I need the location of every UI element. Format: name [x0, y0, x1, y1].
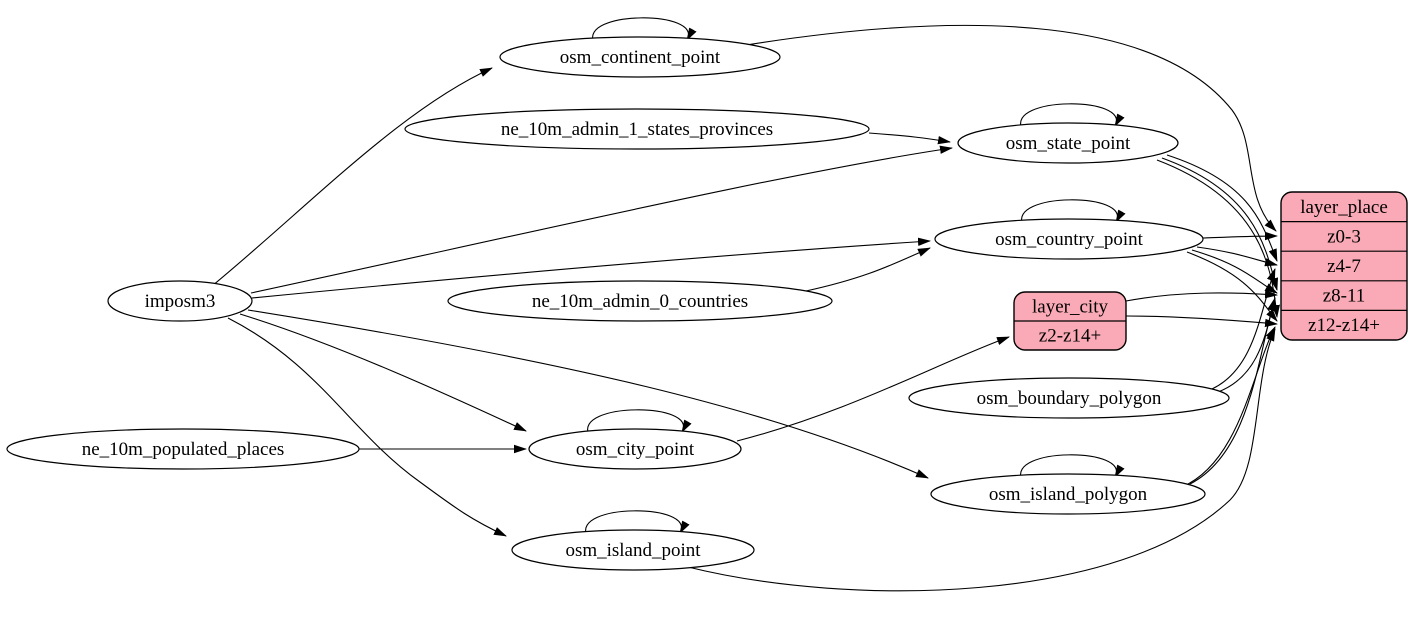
edge-imposm3-to-osm_island_polygon: [247, 309, 929, 479]
node-label-osm_island_point: osm_island_point: [565, 540, 701, 561]
node-shape-ne_10m_admin_1_states_provinces: [404, 108, 870, 150]
node-shape-osm_country_point: [934, 218, 1204, 260]
node-osm_country_point: osm_country_point: [934, 218, 1204, 260]
node-osm_island_polygon: osm_island_polygon: [930, 473, 1206, 515]
record-row-label-layer_place-4: z12-z14+: [1308, 315, 1380, 336]
edge-osm_continent_point-self-loop: [592, 17, 697, 44]
edge-osm_country_point-self-loop: [1021, 199, 1126, 226]
node-osm_island_point: osm_island_point: [511, 529, 755, 571]
node-shape-osm_island_point: [511, 529, 755, 571]
node-osm_state_point: osm_state_point: [957, 122, 1179, 164]
edge-osm_continent_point-to-layer_place:z0-3: [745, 24, 1277, 232]
node-label-ne_10m_admin_0_countries: ne_10m_admin_0_countries: [532, 291, 748, 312]
edge-osm_island_polygon-to-layer_place:z12-z14+: [1181, 326, 1276, 488]
nodes-layer: imposm3 osm_continent_point ne_10m_admin_1…: [6, 36, 1408, 571]
node-label-ne_10m_admin_1_states_provinces: ne_10m_admin_1_states_provinces: [501, 119, 773, 140]
node-osm_continent_point: osm_continent_point: [499, 36, 781, 78]
node-label-imposm3: imposm3: [145, 291, 216, 312]
node-label-osm_country_point: osm_country_point: [995, 229, 1143, 250]
edge-layer_city-to-layer_place:z8-11: [1125, 290, 1278, 302]
edge-osm_island_polygon-self-loop: [1020, 454, 1125, 481]
edge-imposm3-to-osm_state_point: [250, 145, 953, 294]
node-shape-osm_state_point: [957, 122, 1179, 164]
edge-imposm3-to-osm_island_point: [227, 317, 507, 537]
node-osm_city_point: osm_city_point: [528, 428, 742, 470]
node-label-osm_city_point: osm_city_point: [576, 439, 695, 460]
node-shape-osm_boundary_polygon: [908, 377, 1230, 419]
node-shape-osm_continent_point: [499, 36, 781, 78]
edges-layer: [211, 17, 1280, 592]
edge-imposm3-to-osm_city_point: [239, 313, 527, 432]
record-row-label-layer_city-1: z2-z14+: [1039, 326, 1101, 347]
node-ne_10m_populated_places: ne_10m_populated_places: [6, 428, 360, 470]
record-layer_place: layer_place z0-3 z4-7 z8-11 z12-z14+: [1280, 191, 1408, 341]
record-row-label-layer_place-0: layer_place: [1300, 197, 1388, 218]
node-imposm3: imposm3: [107, 280, 253, 322]
record-row-label-layer_place-1: z0-3: [1327, 226, 1361, 247]
edge-ne_10m_admin_0_countries-to-osm_country_point: [805, 247, 931, 292]
node-shape-imposm3: [107, 280, 253, 322]
edge-layer_city-to-layer_place:z12-z14+: [1125, 315, 1278, 328]
record-row-label-layer_city-0: layer_city: [1032, 297, 1108, 318]
edge-imposm3-to-osm_country_point: [251, 237, 931, 299]
edge-osm_boundary_polygon-to-layer_place:z4-7: [1211, 268, 1276, 390]
edge-osm_state_point-to-layer_place:z8-11: [1161, 157, 1279, 291]
edge-osm_island_point-to-layer_place:z12-z14+: [687, 328, 1276, 592]
node-shape-ne_10m_admin_0_countries: [447, 280, 833, 322]
edge-osm_state_point-to-layer_place:z4-7: [1166, 154, 1278, 262]
node-label-ne_10m_populated_places: ne_10m_populated_places: [82, 439, 285, 460]
node-osm_boundary_polygon: osm_boundary_polygon: [908, 377, 1230, 419]
node-shape-ne_10m_populated_places: [6, 428, 360, 470]
node-label-osm_state_point: osm_state_point: [1006, 133, 1131, 154]
edge-osm_state_point-self-loop: [1020, 103, 1125, 130]
node-label-osm_continent_point: osm_continent_point: [560, 47, 721, 68]
record-row-label-layer_place-2: z4-7: [1327, 256, 1361, 277]
edge-osm_island_point-self-loop: [585, 510, 690, 537]
edge-osm_country_point-to-layer_place:z0-3: [1202, 231, 1278, 241]
edge-osm_city_point-self-loop: [587, 409, 692, 436]
node-ne_10m_admin_1_states_provinces: ne_10m_admin_1_states_provinces: [404, 108, 870, 150]
node-label-osm_island_polygon: osm_island_polygon: [989, 484, 1148, 505]
node-shape-osm_island_polygon: [930, 473, 1206, 515]
edge-imposm3-to-osm_continent_point: [211, 67, 493, 287]
node-label-osm_boundary_polygon: osm_boundary_polygon: [977, 388, 1162, 409]
edge-osm_boundary_polygon-to-layer_place:z8-11: [1217, 297, 1276, 393]
record-shape-layer_place: [1280, 191, 1408, 341]
edge-ne_10m_admin_1_states_provinces-to-osm_state_point: [868, 132, 951, 145]
edge-osm_city_point-to-layer_city:z2-z14+: [736, 336, 1010, 442]
edge-osm_country_point-to-layer_place:z12-z14+: [1186, 251, 1278, 322]
record-row-label-layer_place-3: z8-11: [1323, 286, 1366, 307]
record-layer_city: layer_city z2-z14+: [1013, 291, 1127, 351]
node-shape-osm_city_point: [528, 428, 742, 470]
node-ne_10m_admin_0_countries: ne_10m_admin_0_countries: [447, 280, 833, 322]
